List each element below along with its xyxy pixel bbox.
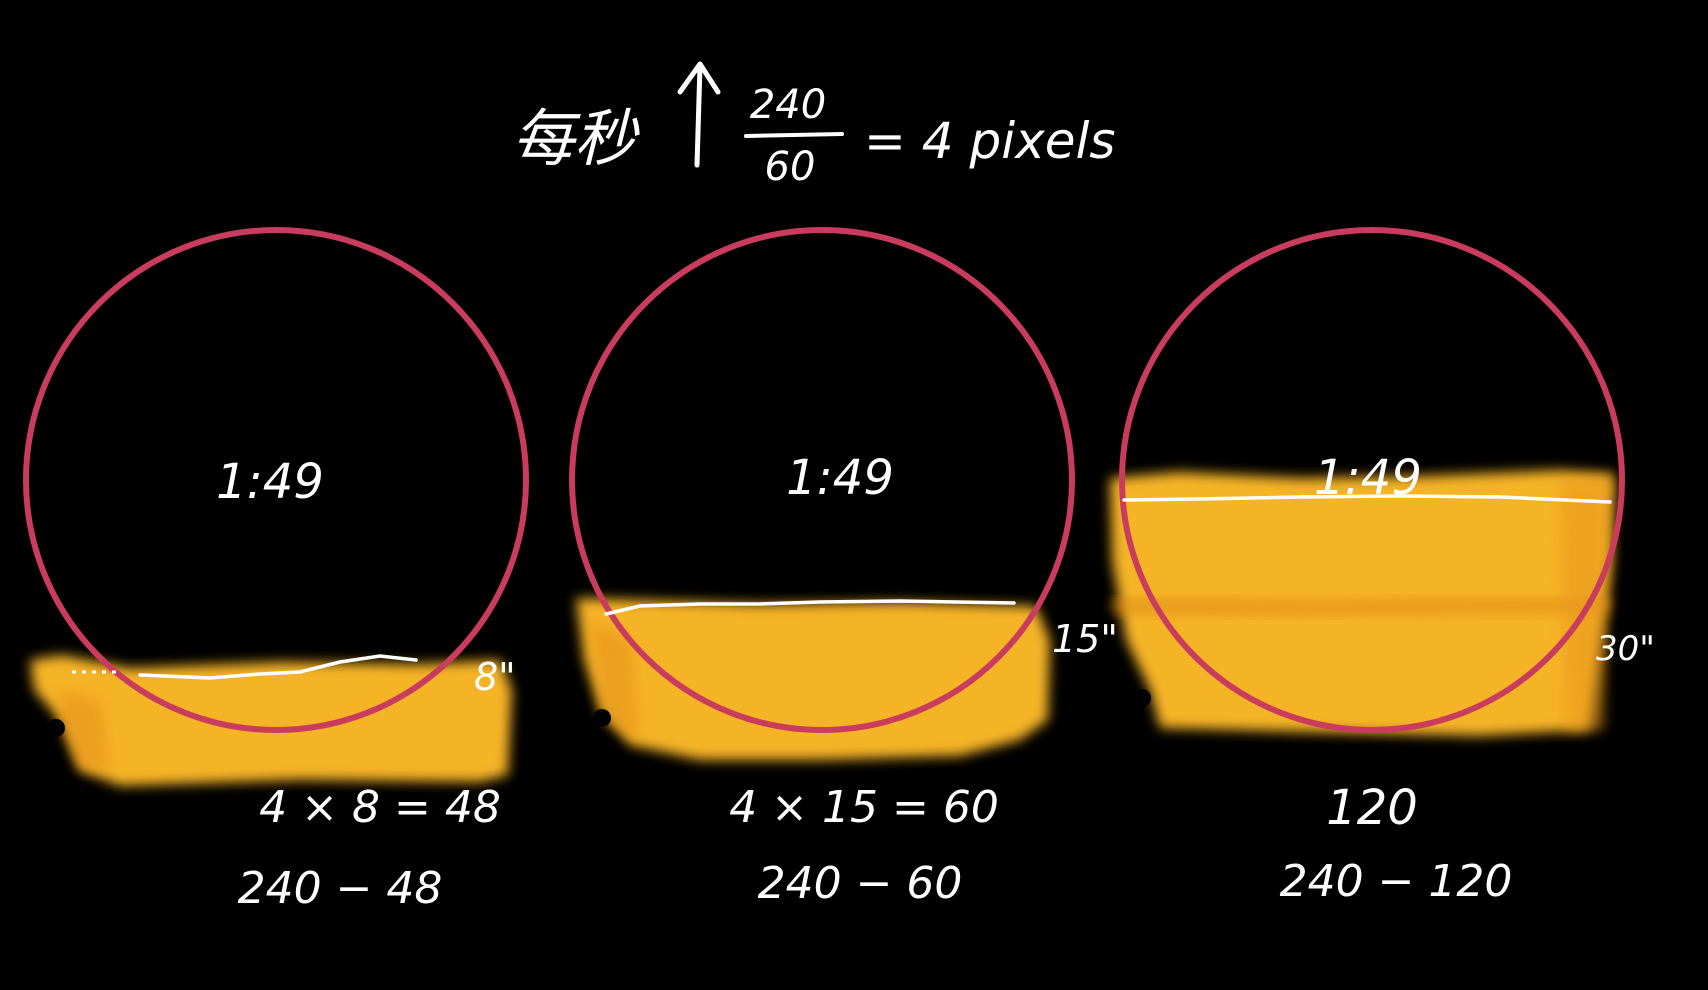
timer-ring bbox=[1119, 227, 1625, 733]
product-label: 4 × 15 = 60 bbox=[729, 782, 999, 833]
timer-ring bbox=[569, 227, 1075, 733]
level-stroke bbox=[138, 654, 418, 680]
product-label: 120 bbox=[1326, 780, 1418, 836]
pen-dot bbox=[593, 709, 611, 727]
remaining-label: 240 − 48 bbox=[238, 863, 443, 914]
level-stroke bbox=[604, 599, 1016, 616]
pen-dot bbox=[47, 719, 65, 737]
fraction-denominator: 60 bbox=[765, 144, 816, 190]
fill-shade bbox=[590, 620, 640, 742]
seconds-label: 15" bbox=[1052, 617, 1118, 661]
remaining-label: 240 − 60 bbox=[758, 858, 963, 909]
fill-shade bbox=[1112, 598, 1610, 616]
timer-panel: 1:49 8" 4 × 8 = 48 240 − 48 bbox=[23, 227, 529, 914]
time-label: 1:49 bbox=[1314, 450, 1422, 506]
seconds-label: 30" bbox=[1596, 629, 1655, 669]
header-prefix: 每秒 bbox=[512, 102, 640, 175]
fill-shape bbox=[30, 655, 512, 786]
fraction-bar bbox=[744, 132, 844, 138]
timer-ring bbox=[23, 227, 529, 733]
header-result: = 4 pixels bbox=[864, 112, 1115, 170]
fraction-numerator: 240 bbox=[750, 82, 826, 128]
product-label: 4 × 8 = 48 bbox=[259, 782, 501, 833]
header-formula: 每秒 240 60 = 4 pixels bbox=[512, 61, 1115, 190]
time-label: 1:49 bbox=[216, 454, 324, 510]
seconds-label: 8" bbox=[474, 655, 516, 699]
up-arrow-icon bbox=[677, 61, 721, 168]
timer-panel: 1:49 15" 4 × 15 = 60 240 − 60 bbox=[569, 227, 1118, 909]
fill-shape bbox=[576, 598, 1050, 760]
fill-shade bbox=[60, 690, 110, 770]
level-stroke bbox=[1122, 494, 1612, 504]
time-label: 1:49 bbox=[786, 450, 894, 506]
pen-dot bbox=[1133, 689, 1151, 707]
remaining-label: 240 − 120 bbox=[1280, 856, 1513, 907]
timer-panel: 1:49 30" 120 240 − 120 bbox=[1110, 227, 1655, 907]
